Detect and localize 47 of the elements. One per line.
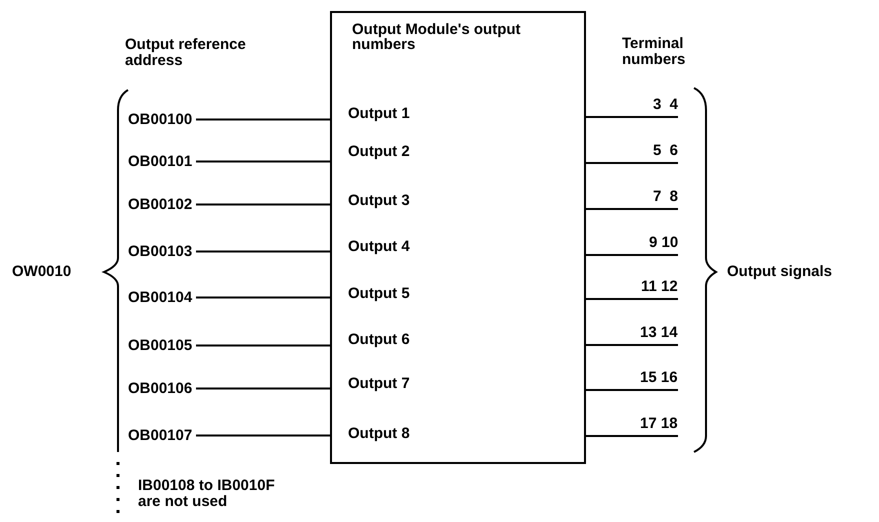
connector-line [586,298,678,300]
output-label: Output 1 [348,105,410,122]
connector-line [196,204,330,206]
connector-line [586,435,678,437]
group-label: OW0010 [12,263,72,280]
terminal-number: 15 16 [640,369,678,386]
terminal-number: 3 4 [653,96,678,113]
connector-line [196,434,330,436]
terminal-number: 7 8 [653,188,678,205]
connector-line [196,296,330,298]
output-label: Output 4 [348,238,410,255]
connector-line [586,162,678,164]
connector-line [196,118,330,120]
connector-line [196,250,330,252]
note: IB00108 to IB0010F are not used [138,478,276,510]
column-heading: Output reference address [125,37,247,69]
terminal-number: 17 18 [640,415,678,432]
output-label: Output 6 [348,331,410,348]
address-label: OB00107 [128,427,192,444]
terminal-number: 5 6 [653,142,678,159]
address-label: OB00100 [128,111,192,128]
address-label: OB00106 [128,380,192,397]
terminal-number: 11 12 [641,278,678,295]
column-heading: Terminal numbers [622,36,686,68]
connector-line [196,344,330,346]
connector-line [586,116,678,118]
address-label: OB00102 [128,196,192,213]
connector-line [586,344,678,346]
output-label: Output 8 [348,425,410,442]
address-label: OB00104 [128,289,192,306]
connector-line [586,254,678,256]
connector-line [586,389,678,391]
terminal-number: 9 10 [649,234,678,251]
output-label: Output 2 [348,143,410,160]
connector-line [586,208,678,210]
address-label: OB00101 [128,153,192,170]
output-label: Output 3 [348,192,410,209]
group-label: Output signals [727,263,832,280]
connector-line [196,160,330,162]
address-label: OB00103 [128,243,192,260]
terminal-number: 13 14 [640,324,678,341]
output-label: Output 5 [348,285,410,302]
output-label: Output 7 [348,375,410,392]
address-label: OB00105 [128,337,192,354]
connector-line [196,388,330,390]
heading: Output Module's output numbers [352,22,522,52]
module-box [330,11,586,464]
